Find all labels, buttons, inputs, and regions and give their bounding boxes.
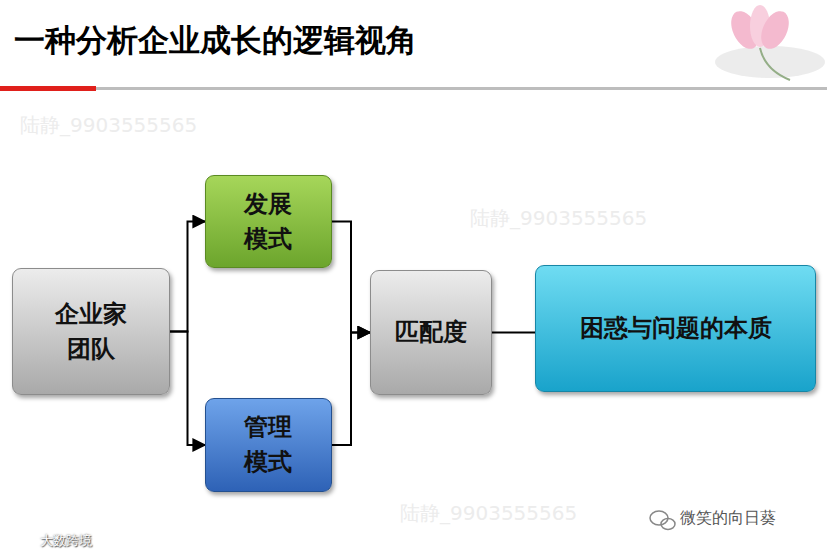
connector (332, 333, 370, 446)
management-box: 管理模式 (205, 398, 332, 492)
node-text: 匹配度 (395, 315, 467, 350)
connector (332, 222, 370, 333)
watermark: 陆静_9903555565 (20, 112, 197, 139)
grey-rule (96, 87, 827, 90)
watermark: 陆静_9903555565 (470, 205, 647, 232)
account-name: 微笑的向日葵 (680, 508, 776, 529)
slide-title: 一种分析企业成长的逻辑视角 (14, 20, 417, 62)
team-box: 企业家团队 (12, 268, 170, 395)
source-mark: 大数跨境 (40, 532, 92, 550)
connector (492, 332, 535, 334)
match-box: 匹配度 (370, 270, 492, 395)
red-rule (0, 86, 96, 91)
node-text: 发展模式 (243, 187, 293, 257)
essence-box: 困惑与问题的本质 (535, 265, 816, 392)
connector (170, 332, 205, 446)
node-text: 企业家团队 (54, 297, 128, 367)
node-text: 管理模式 (243, 410, 293, 480)
development-box: 发展模式 (205, 175, 332, 268)
wechat-icon (650, 511, 675, 530)
connector (170, 222, 205, 332)
lotus-ornament (715, 5, 825, 80)
node-text: 困惑与问题的本质 (580, 311, 772, 346)
watermark: 陆静_9903555565 (400, 500, 577, 527)
